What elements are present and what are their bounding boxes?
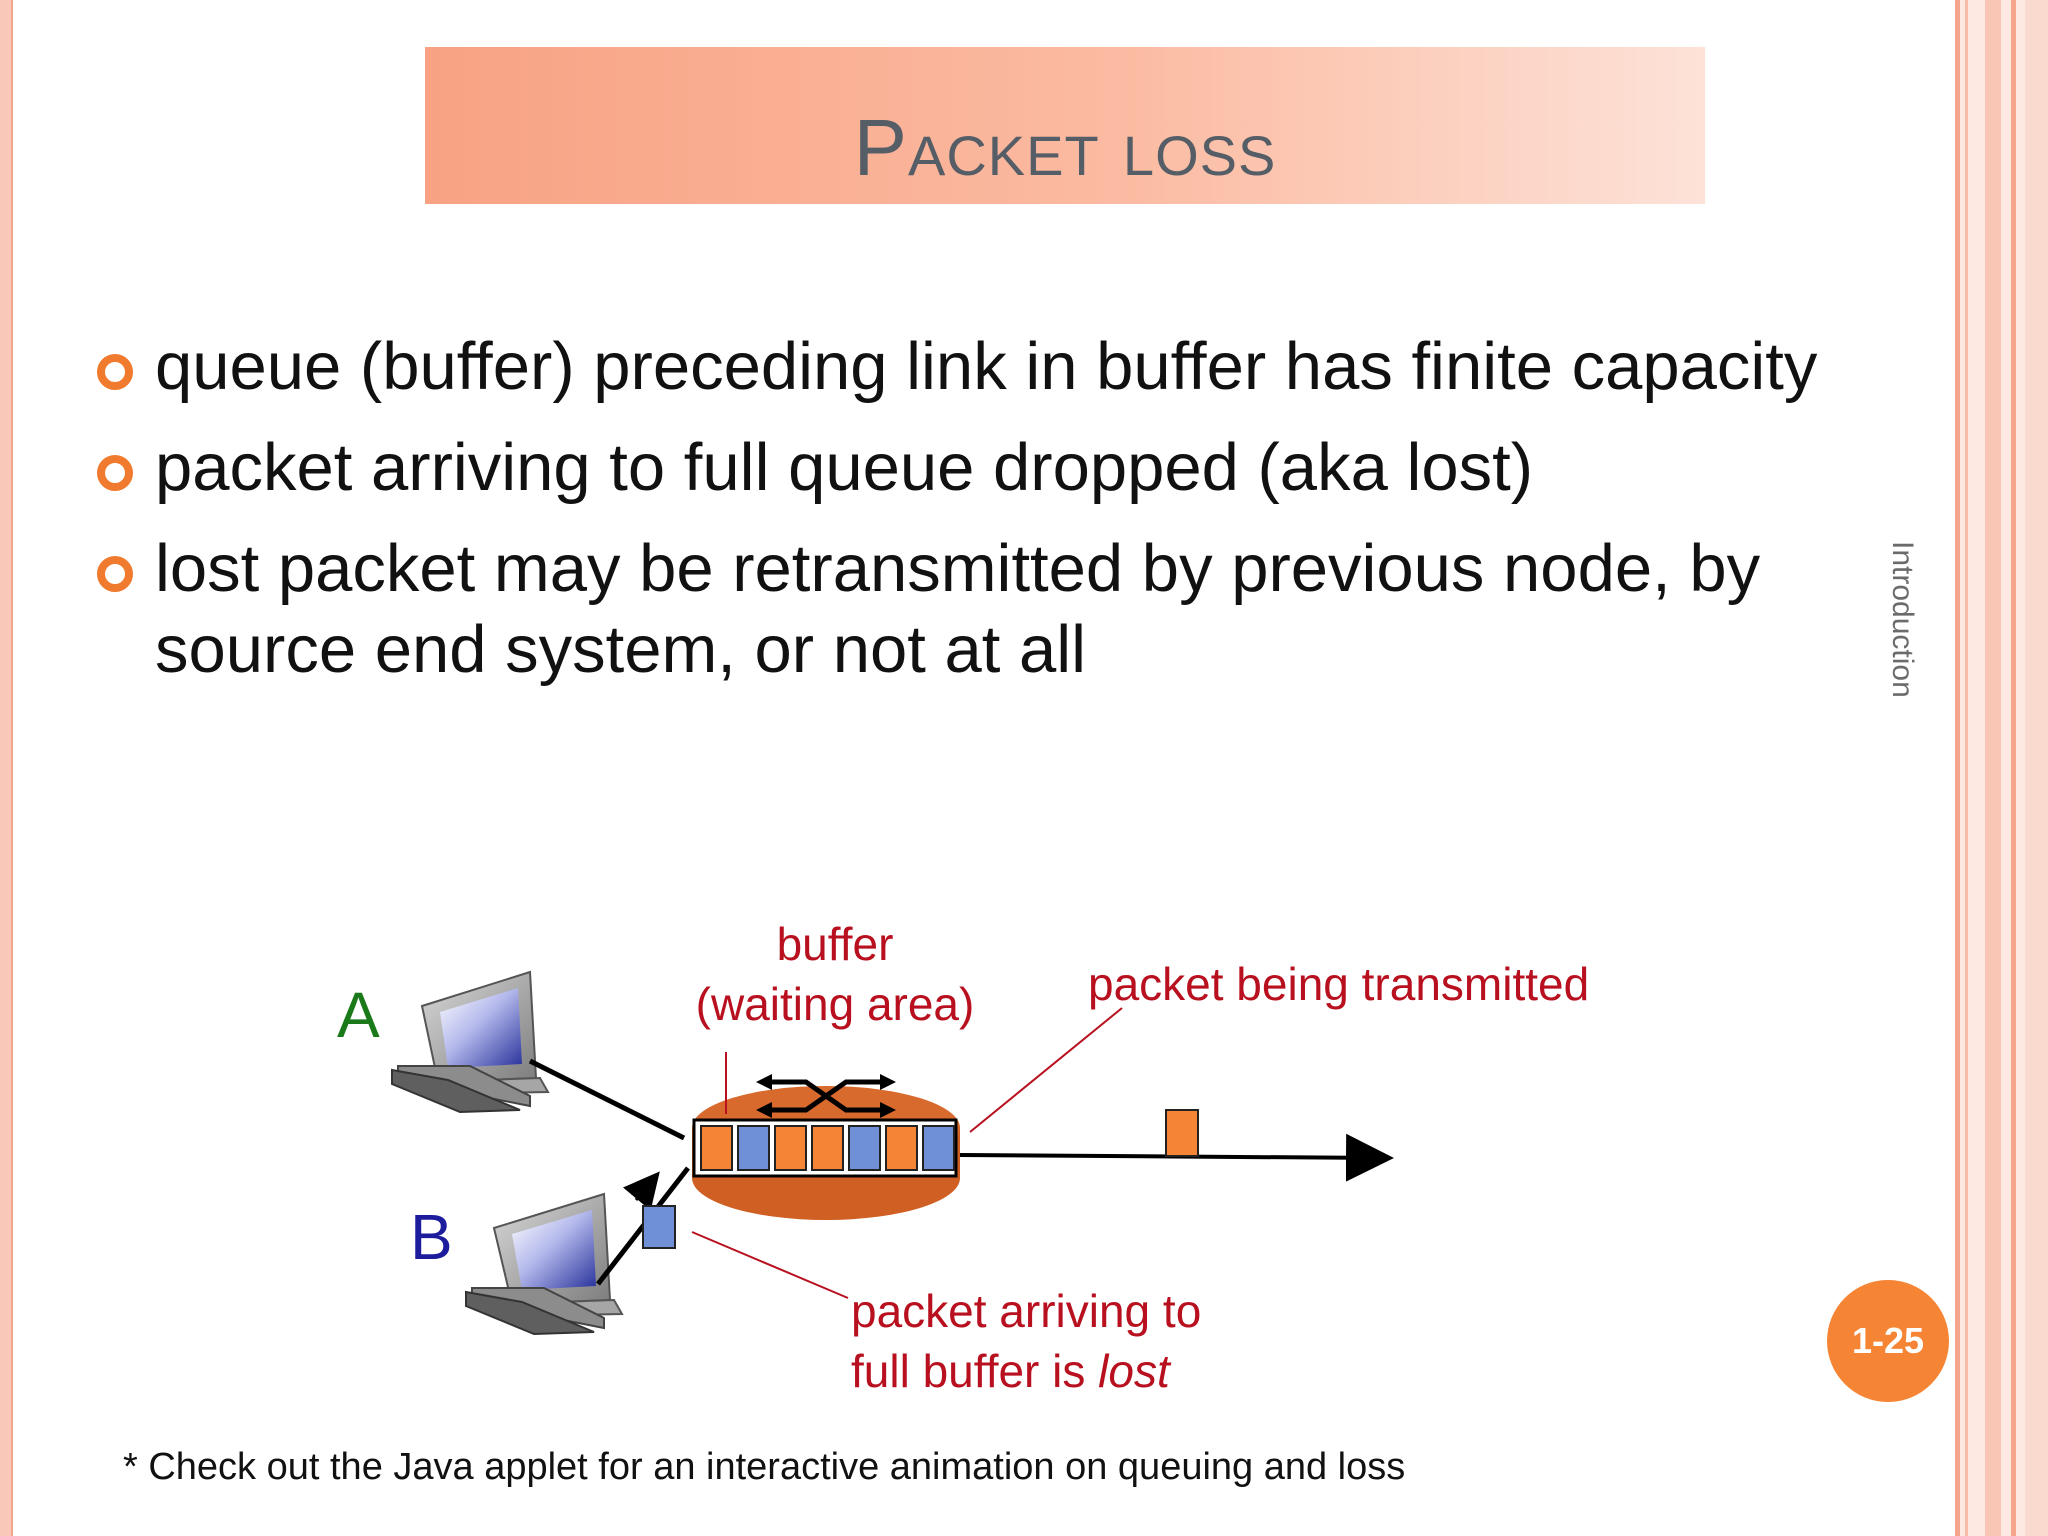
slide-title: Packet loss: [853, 103, 1277, 192]
queue-packet: [700, 1125, 733, 1171]
transmit-callout-line: [969, 1007, 1123, 1133]
bullet-text: queue (buffer) preceding link in buffer …: [155, 329, 1818, 404]
queue-packet: [848, 1125, 881, 1171]
bullet-ring-icon: [97, 556, 133, 592]
buffer-label: buffer (waiting area): [695, 918, 975, 1030]
queue-packet: [811, 1125, 844, 1171]
computer-b-icon: [465, 1192, 624, 1336]
incoming-packet-arrow: [622, 1171, 660, 1211]
bullet-ring-icon: [97, 354, 133, 390]
bullet-text: lost packet may be retransmitted by prev…: [155, 531, 1761, 687]
link-a-to-router: [528, 1058, 686, 1141]
left-border-band: [0, 0, 13, 1536]
transmitted-packet: [1165, 1109, 1199, 1157]
lost-callout-line: [691, 1231, 849, 1299]
page-number-badge: 1-25: [1827, 1280, 1949, 1402]
bullet-text: packet arriving to full queue dropped (a…: [155, 430, 1534, 505]
bullet-item: lost packet may be retransmitted by prev…: [95, 528, 1895, 690]
section-side-label: Introduction: [1886, 541, 1919, 698]
queue-packet: [737, 1125, 770, 1171]
queue-packet: [922, 1125, 955, 1171]
right-border-frame: [1955, 0, 2048, 1536]
arriving-lost-packet: [642, 1205, 676, 1249]
buffer-queue: [692, 1118, 958, 1178]
bullet-list: queue (buffer) preceding link in buffer …: [95, 326, 1895, 710]
queue-packet: [885, 1125, 918, 1171]
title-bar: [425, 47, 1705, 204]
queue-packet: [774, 1125, 807, 1171]
bullet-item: packet arriving to full queue dropped (a…: [95, 427, 1895, 508]
host-a-label: A: [337, 979, 380, 1051]
transmit-label: packet being transmitted: [1088, 958, 1590, 1010]
bullet-item: queue (buffer) preceding link in buffer …: [95, 326, 1895, 407]
footnote: * Check out the Java applet for an inter…: [123, 1446, 1406, 1488]
computer-a-icon: [391, 970, 550, 1114]
bullet-ring-icon: [97, 455, 133, 491]
lost-packet-label: packet arriving to full buffer is lost: [851, 1285, 1202, 1397]
host-b-label: B: [410, 1201, 453, 1273]
